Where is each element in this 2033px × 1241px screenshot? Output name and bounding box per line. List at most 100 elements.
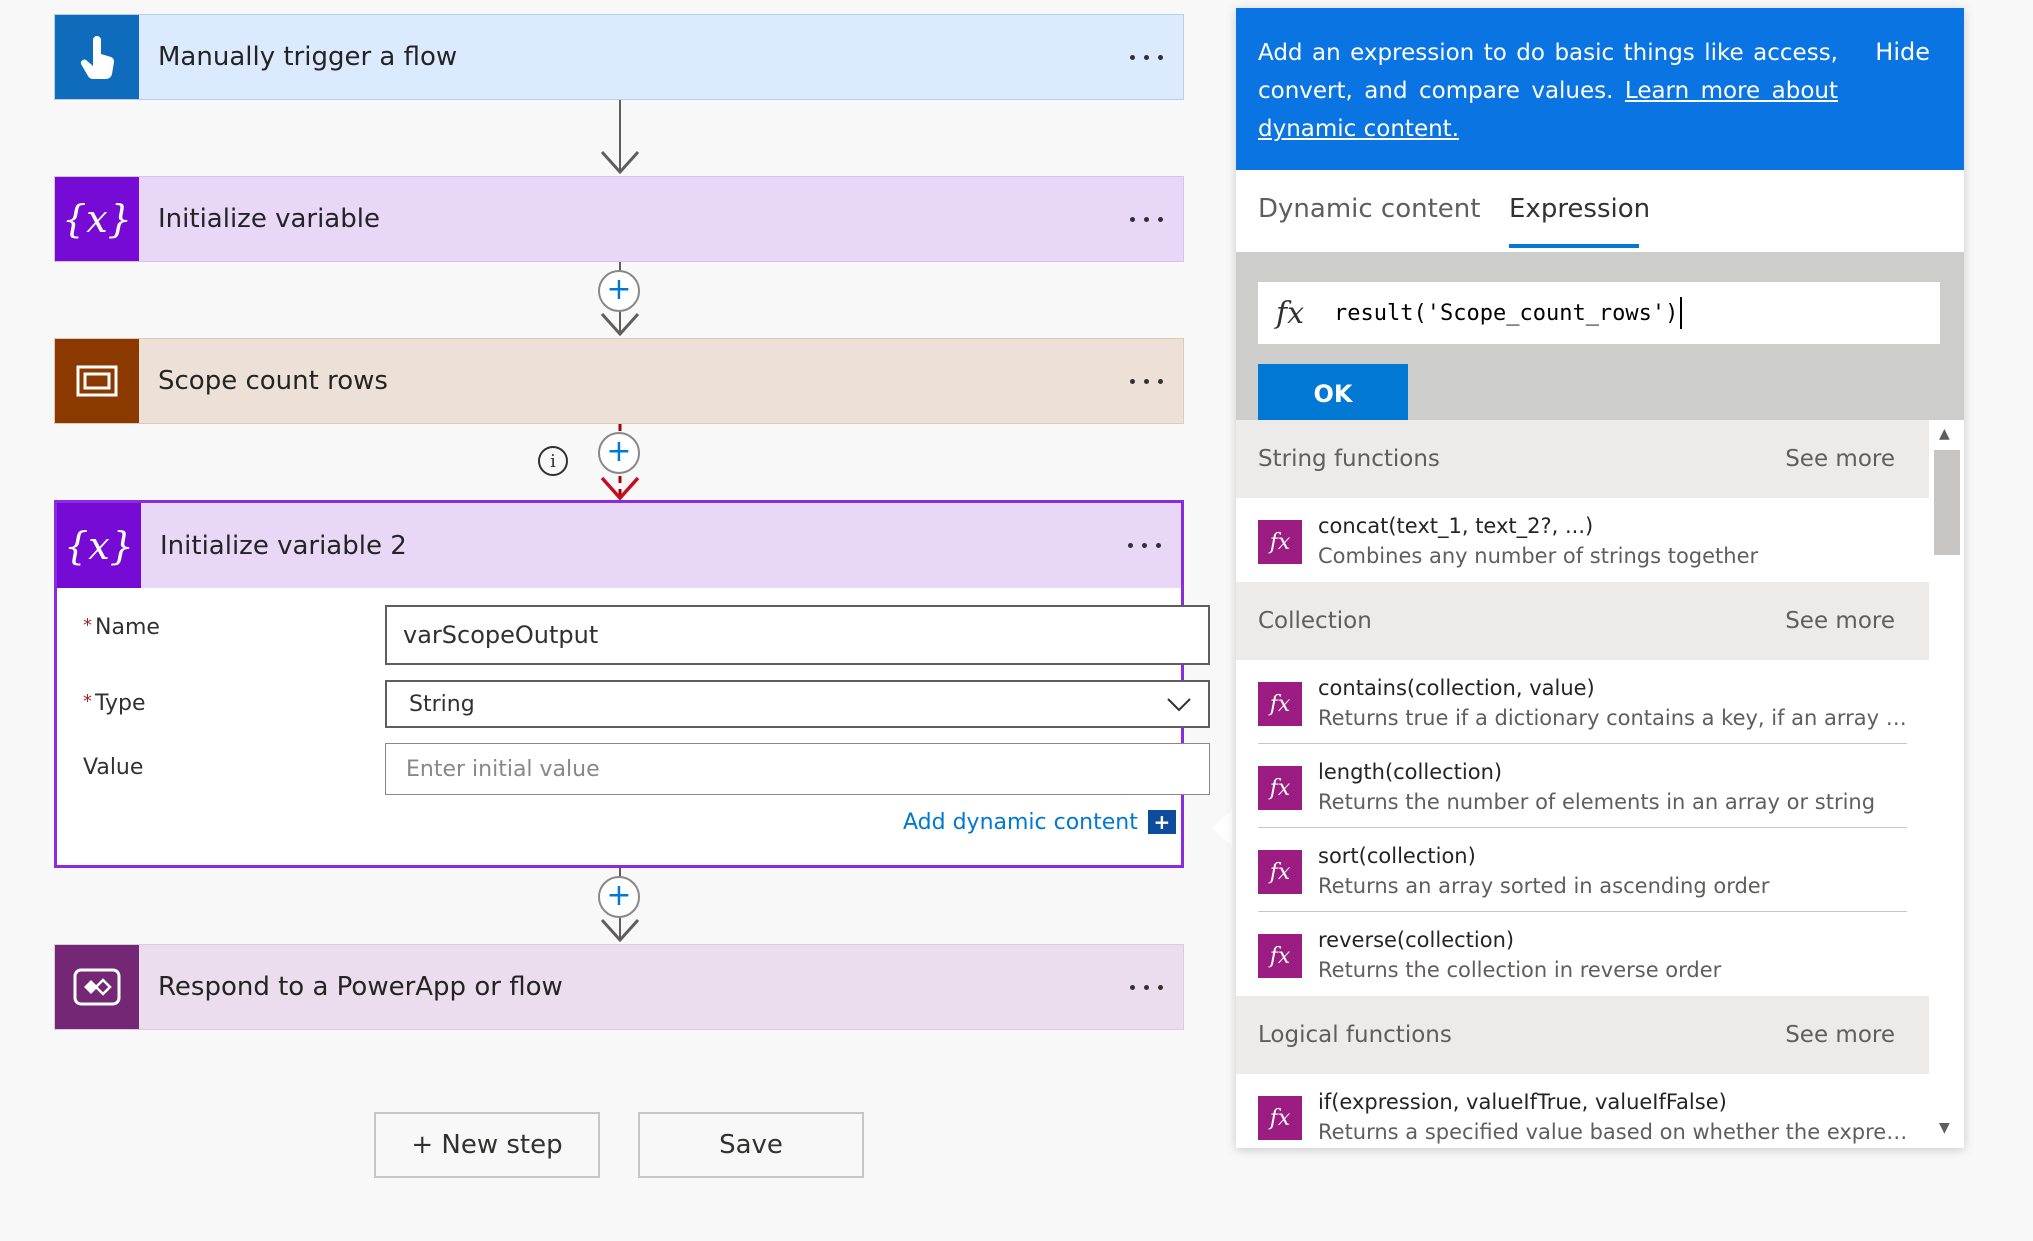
divider <box>1258 743 1907 744</box>
category-header-logical: Logical functions See more <box>1236 996 1929 1074</box>
add-dynamic-content-link[interactable]: Add dynamic content + <box>903 805 1176 839</box>
chevron-down-icon <box>1167 698 1191 712</box>
more-options-icon[interactable] <box>1130 15 1163 99</box>
plus-icon: + <box>606 433 632 469</box>
variable-icon: {x} <box>62 197 132 241</box>
step-card-initialize-variable[interactable]: {x} Initialize variable <box>54 176 1184 262</box>
function-description: Returns true if a dictionary contains a … <box>1318 706 1918 730</box>
function-signature: contains(collection, value) <box>1318 676 1595 700</box>
step-title: Scope count rows <box>158 366 388 396</box>
step-title: Manually trigger a flow <box>158 42 458 72</box>
insert-step-button[interactable]: + <box>598 270 640 312</box>
step-card-respond-powerapp[interactable]: Respond to a PowerApp or flow <box>54 944 1184 1030</box>
expression-input-value: result('Scope_count_rows') <box>1334 300 1679 326</box>
touch-icon <box>80 36 115 80</box>
connector-line <box>619 100 621 170</box>
required-marker: * <box>83 691 92 712</box>
function-signature: length(collection) <box>1318 760 1503 784</box>
scroll-down-icon[interactable]: ▼ <box>1939 1120 1950 1136</box>
category-name: String functions <box>1258 446 1440 472</box>
step-card-scope-count-rows[interactable]: Scope count rows <box>54 338 1184 424</box>
arrow-down-error-icon <box>600 476 640 501</box>
info-icon[interactable]: i <box>538 446 568 476</box>
function-icon: fx <box>1258 682 1302 726</box>
divider <box>1258 911 1907 912</box>
category-name: Collection <box>1258 608 1372 634</box>
new-step-button[interactable]: + New step <box>374 1112 600 1178</box>
tab-dynamic-content[interactable]: Dynamic content <box>1258 194 1481 224</box>
function-icon: fx <box>1258 520 1302 564</box>
see-more-link[interactable]: See more <box>1785 1022 1895 1048</box>
function-item-if[interactable]: fx if(expression, valueIfTrue, valueIfFa… <box>1236 1074 1929 1148</box>
step-icon-box: {x} <box>57 503 141 588</box>
text-caret <box>1680 297 1683 329</box>
more-options-icon[interactable] <box>1128 503 1161 588</box>
function-icon: fx <box>1258 934 1302 978</box>
type-select-value: String <box>409 691 475 717</box>
ok-button[interactable]: OK <box>1258 364 1408 424</box>
arrow-down-icon <box>600 150 640 175</box>
expression-input[interactable]: fx result('Scope_count_rows') <box>1258 282 1940 344</box>
type-select[interactable]: String <box>385 680 1210 728</box>
function-description: Returns the number of elements in an arr… <box>1318 790 1876 814</box>
function-description: Combines any number of strings together <box>1318 544 1759 568</box>
more-options-icon[interactable] <box>1130 177 1163 261</box>
panel-pointer <box>1212 810 1232 846</box>
category-name: Logical functions <box>1258 1022 1452 1048</box>
step-title: Initialize variable <box>158 204 380 234</box>
save-button[interactable]: Save <box>638 1112 864 1178</box>
info-banner: Add an expression to do basic things lik… <box>1236 8 1964 170</box>
scroll-up-icon[interactable]: ▲ <box>1939 426 1950 442</box>
arrow-down-icon <box>600 918 640 943</box>
function-signature: reverse(collection) <box>1318 928 1515 952</box>
insert-step-button[interactable]: + <box>598 432 640 474</box>
function-list: String functions See more fx concat(text… <box>1236 420 1929 1148</box>
see-more-link[interactable]: See more <box>1785 608 1895 634</box>
function-signature: if(expression, valueIfTrue, valueIfFalse… <box>1318 1090 1727 1114</box>
function-icon: fx <box>1258 766 1302 810</box>
function-item-sort[interactable]: fx sort(collection) Returns an array sor… <box>1236 828 1929 912</box>
fx-icon: fx <box>1276 295 1305 331</box>
step-card-manual-trigger[interactable]: Manually trigger a flow <box>54 14 1184 100</box>
arrow-down-icon <box>600 312 640 337</box>
plus-icon: + <box>606 877 632 913</box>
step-card-initialize-variable-2[interactable]: {x} Initialize variable 2 *Name varScope… <box>54 500 1210 868</box>
dynamic-content-panel: Add an expression to do basic things lik… <box>1236 8 1964 1148</box>
function-description: Returns an array sorted in ascending ord… <box>1318 874 1770 898</box>
step-icon-box <box>55 339 139 423</box>
more-options-icon[interactable] <box>1130 339 1163 423</box>
scope-icon <box>76 365 118 397</box>
info-banner-text: Add an expression to do basic things lik… <box>1258 40 1838 142</box>
step-header[interactable]: {x} Initialize variable 2 <box>57 503 1181 588</box>
name-input-value: varScopeOutput <box>403 621 599 649</box>
powerapps-icon <box>73 968 121 1006</box>
function-item-contains[interactable]: fx contains(collection, value) Returns t… <box>1236 660 1929 744</box>
type-field-label: *Type <box>83 691 146 716</box>
function-signature: sort(collection) <box>1318 844 1476 868</box>
plus-icon: + <box>606 271 632 307</box>
name-input[interactable]: varScopeOutput <box>385 605 1210 665</box>
more-options-icon[interactable] <box>1130 945 1163 1029</box>
function-item-reverse[interactable]: fx reverse(collection) Returns the colle… <box>1236 912 1929 996</box>
function-signature: concat(text_1, text_2?, ...) <box>1318 514 1594 538</box>
function-item-length[interactable]: fx length(collection) Returns the number… <box>1236 744 1929 828</box>
category-header-collection: Collection See more <box>1236 582 1929 660</box>
scrollbar-thumb[interactable] <box>1934 450 1960 555</box>
name-field-label: *Name <box>83 615 160 640</box>
step-title: Respond to a PowerApp or flow <box>158 972 563 1002</box>
insert-step-button[interactable]: + <box>598 876 640 918</box>
see-more-link[interactable]: See more <box>1785 446 1895 472</box>
step-title: Initialize variable 2 <box>160 530 407 561</box>
function-description: Returns the collection in reverse order <box>1318 958 1722 982</box>
required-marker: * <box>83 615 92 636</box>
value-input[interactable]: Enter initial value <box>385 743 1210 795</box>
function-item-concat[interactable]: fx concat(text_1, text_2?, ...) Combines… <box>1236 498 1929 582</box>
function-description: Returns a specified value based on wheth… <box>1318 1120 1918 1144</box>
learn-more-link[interactable]: Learn more about dynamic content. <box>1258 78 1838 142</box>
add-dynamic-content-label: Add dynamic content <box>903 809 1138 835</box>
active-tab-indicator <box>1509 244 1639 248</box>
variable-icon: {x} <box>64 523 134 568</box>
hide-button[interactable]: Hide <box>1875 38 1930 66</box>
function-icon: fx <box>1258 1096 1302 1140</box>
tab-expression[interactable]: Expression <box>1509 194 1651 224</box>
